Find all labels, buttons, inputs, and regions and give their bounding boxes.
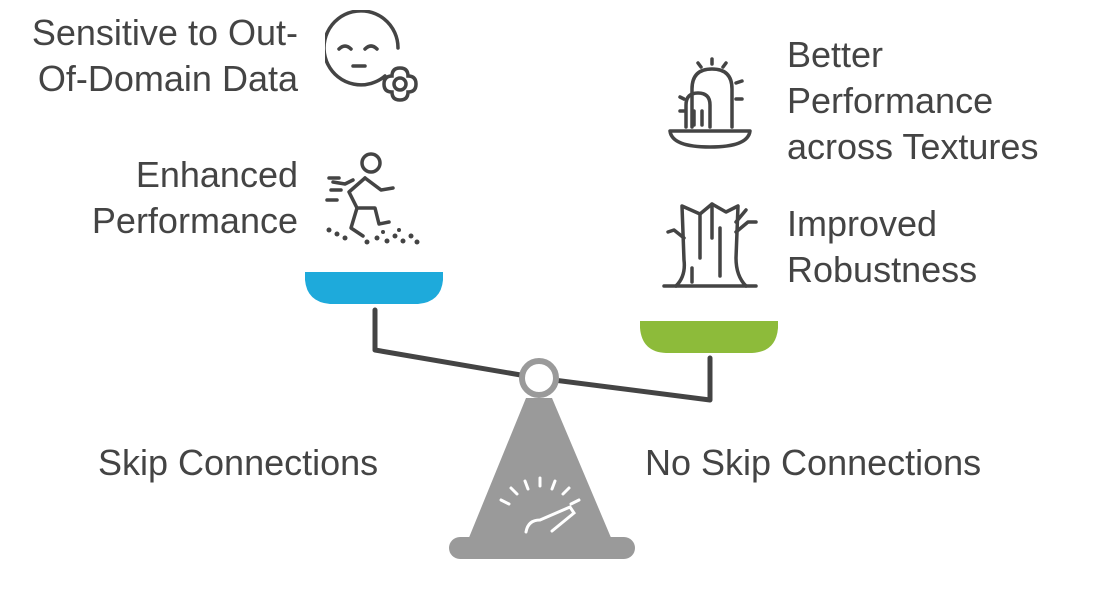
scale-stand xyxy=(468,398,612,540)
right-top-label-line-2: Performance xyxy=(787,80,994,121)
right-mid-label-line-1: Improved xyxy=(787,203,938,244)
left-mid-label-line-1: Enhanced xyxy=(135,154,298,195)
left-mid-label: Enhanced Performance xyxy=(0,152,298,244)
pivot-circle xyxy=(519,358,559,398)
left-top-label-line-2: Of-Domain Data xyxy=(37,58,298,99)
left-top-label: Sensitive to Out- Of-Domain Data xyxy=(0,10,298,102)
right-mid-label: Improved Robustness xyxy=(787,201,977,293)
right-mid-label-line-2: Robustness xyxy=(787,249,978,290)
gauge-icon xyxy=(499,476,581,534)
tree-stump-icon xyxy=(662,202,758,288)
scale-base xyxy=(449,537,635,559)
right-pan xyxy=(640,321,778,353)
left-top-label-line-1: Sensitive to Out- xyxy=(31,12,298,53)
sleepy-face-flower-icon xyxy=(325,10,418,102)
cactus-icon xyxy=(668,57,752,149)
right-base-label: No Skip Connections xyxy=(645,442,982,483)
left-base-label: Skip Connections xyxy=(98,442,379,483)
running-person-icon xyxy=(325,152,420,245)
right-top-label-line-1: Better xyxy=(787,34,884,75)
left-pan xyxy=(305,272,443,304)
right-top-label: Better Performance across Textures xyxy=(787,32,1038,170)
left-mid-label-line-2: Performance xyxy=(91,200,298,241)
right-top-label-line-3: across Textures xyxy=(787,126,1039,167)
